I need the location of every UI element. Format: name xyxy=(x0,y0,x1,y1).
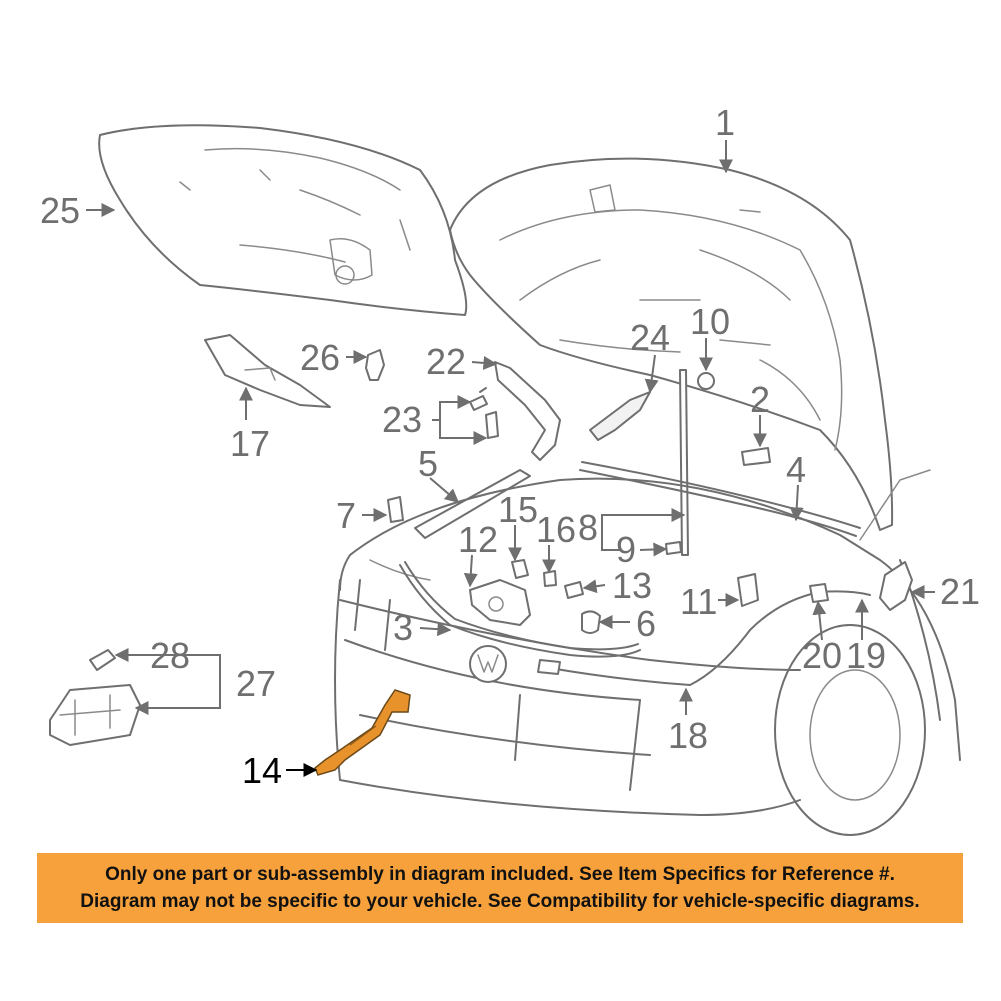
leader-lines xyxy=(86,140,935,777)
callout-3: 3 xyxy=(393,607,413,648)
callout-17: 17 xyxy=(230,423,270,464)
callout-19: 19 xyxy=(846,635,886,676)
callout-9: 9 xyxy=(616,529,636,570)
seal-strip-5 xyxy=(414,469,531,539)
hood-bracket-24 xyxy=(589,391,651,441)
callout-27: 27 xyxy=(236,663,276,704)
callout-7: 7 xyxy=(336,495,356,536)
bumper-stop xyxy=(365,349,385,381)
parts-diagram: 1 2 3 4 5 6 7 8 9 10 11 12 13 14 15 16 1… xyxy=(40,102,980,836)
hood-strut xyxy=(679,369,689,556)
callout-16: 16 xyxy=(536,509,576,550)
callout-23: 23 xyxy=(382,399,422,440)
callout-1: 1 xyxy=(715,102,735,143)
hood-insulation-pad xyxy=(98,124,468,316)
callout-2: 2 xyxy=(750,379,770,420)
callout-28: 28 xyxy=(150,635,190,676)
callout-26: 26 xyxy=(300,337,340,378)
disclaimer-banner: Only one part or sub-assembly in diagram… xyxy=(37,853,963,923)
callout-22: 22 xyxy=(426,341,466,382)
vehicle-body xyxy=(334,469,961,836)
callout-15: 15 xyxy=(498,489,538,530)
clip-10 xyxy=(697,372,715,390)
callout-18: 18 xyxy=(668,715,708,756)
hood-prop-rod xyxy=(314,689,411,776)
callout-5: 5 xyxy=(418,443,438,484)
lock-assembly xyxy=(49,649,141,746)
callout-10: 10 xyxy=(690,301,730,342)
release-cable-3 xyxy=(399,561,641,658)
callout-21: 21 xyxy=(940,571,980,612)
callout-14: 14 xyxy=(242,750,282,791)
hood-latch xyxy=(469,579,531,626)
release-handle xyxy=(879,561,913,611)
hood-seal-strip xyxy=(204,334,331,408)
latch-hardware xyxy=(511,559,601,634)
bolt-7 xyxy=(387,496,404,523)
hood-hinge xyxy=(494,361,561,461)
callout-25: 25 xyxy=(40,190,80,231)
disclaimer-line-2: Diagram may not be specific to your vehi… xyxy=(80,891,920,912)
callout-11: 11 xyxy=(680,581,717,622)
bumper-2 xyxy=(741,447,771,466)
release-cable-assembly xyxy=(537,583,871,686)
hood-panel xyxy=(449,157,894,531)
callout-24: 24 xyxy=(630,317,670,358)
hinge-bolts xyxy=(469,387,499,439)
clip-9 xyxy=(665,541,682,555)
callout-12: 12 xyxy=(458,519,498,560)
callout-13: 13 xyxy=(612,565,652,606)
vw-emblem xyxy=(469,645,507,683)
callout-8: 8 xyxy=(578,507,598,548)
callout-4: 4 xyxy=(786,449,806,490)
callout-6: 6 xyxy=(636,603,656,644)
disclaimer-line-1: Only one part or sub-assembly in diagram… xyxy=(105,864,895,885)
bracket-11 xyxy=(737,573,759,607)
callout-20: 20 xyxy=(802,635,842,676)
